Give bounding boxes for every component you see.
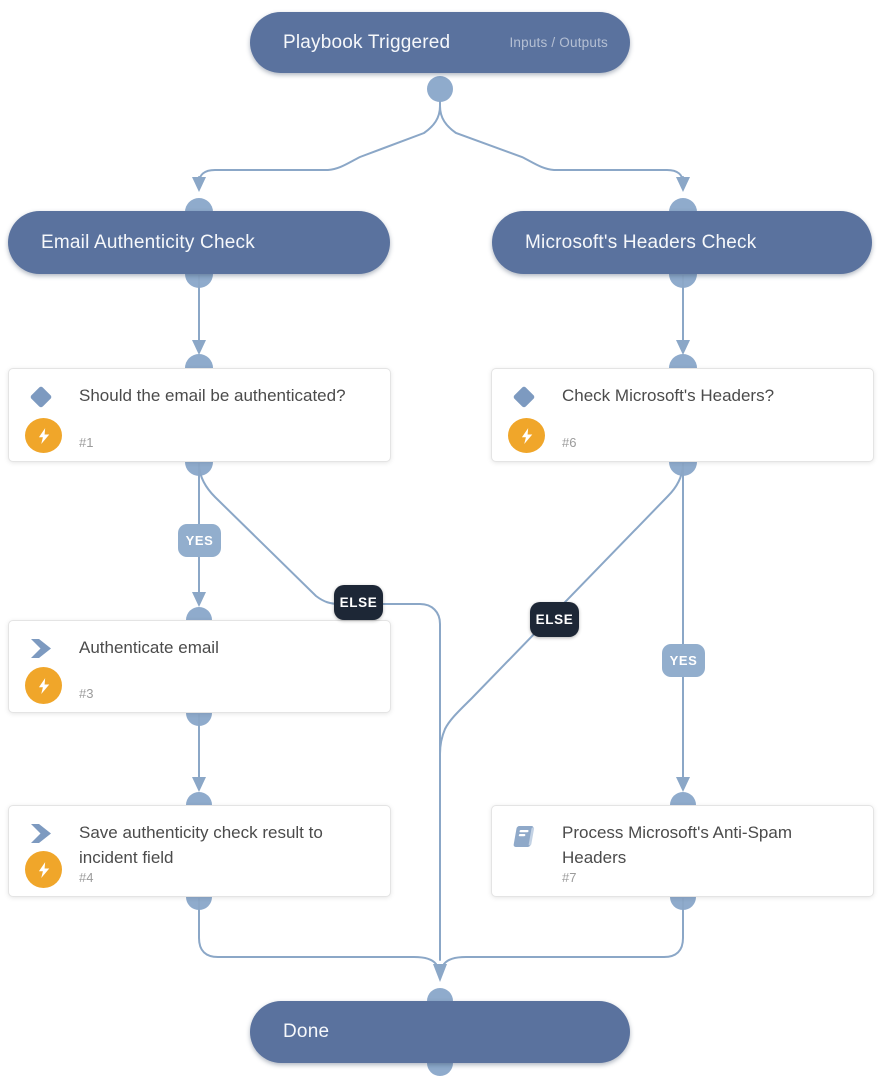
edge-task7-to-done xyxy=(443,898,684,965)
trigger-title: Playbook Triggered xyxy=(283,31,451,53)
section-header-microsoft-headers[interactable]: Microsoft's Headers Check xyxy=(492,211,872,274)
edge-task4-to-done xyxy=(198,898,437,965)
task-id: #7 xyxy=(562,870,577,885)
playbook-node-7[interactable]: Process Microsoft's Anti-Spam Headers #7 xyxy=(491,805,874,897)
edge-trigger-to-right-section xyxy=(439,101,684,184)
task-title: Should the email be authenticated? xyxy=(79,386,346,405)
edge-label-yes-left[interactable]: YES xyxy=(178,524,221,557)
condition-node-1[interactable]: Should the email be authenticated? #1 xyxy=(8,368,391,462)
playbook-trigger-node[interactable]: Playbook Triggered Inputs / Outputs xyxy=(250,12,630,73)
section-title: Microsoft's Headers Check xyxy=(525,231,757,253)
edge-label-else-right[interactable]: ELSE xyxy=(530,602,579,637)
diamond-icon xyxy=(508,381,540,418)
section-title: Email Authenticity Check xyxy=(41,231,255,253)
edge-label-else-left[interactable]: ELSE xyxy=(334,585,383,620)
edge-cond6-else-to-done xyxy=(439,465,684,755)
done-title: Done xyxy=(283,1021,330,1042)
chevron-icon xyxy=(29,637,54,665)
task-id: #4 xyxy=(79,870,94,885)
task-node-3[interactable]: Authenticate email #3 xyxy=(8,620,391,713)
edge-label-yes-right[interactable]: YES xyxy=(662,644,705,677)
task-title: Process Microsoft's Anti-Spam Headers xyxy=(562,823,792,867)
bolt-icon xyxy=(25,418,62,453)
section-header-email-authenticity[interactable]: Email Authenticity Check xyxy=(8,211,390,274)
bolt-icon xyxy=(25,851,62,888)
edge-trigger-to-left-section xyxy=(198,101,441,184)
chevron-icon xyxy=(29,822,54,850)
done-node[interactable]: Done xyxy=(250,1001,630,1063)
task-id: #6 xyxy=(562,435,577,450)
bolt-icon xyxy=(25,667,62,704)
task-id: #1 xyxy=(79,435,94,450)
task-title: Authenticate email xyxy=(79,638,219,657)
bolt-icon xyxy=(508,418,545,453)
diamond-icon xyxy=(25,381,57,418)
task-id: #3 xyxy=(79,686,94,701)
task-title: Check Microsoft's Headers? xyxy=(562,386,775,405)
book-icon xyxy=(508,820,540,857)
edge-lines xyxy=(198,101,684,965)
inputs-outputs-link[interactable]: Inputs / Outputs xyxy=(509,35,608,50)
task-node-4[interactable]: Save authenticity check result to incide… xyxy=(8,805,391,897)
arrowheads xyxy=(192,177,690,982)
condition-node-6[interactable]: Check Microsoft's Headers? #6 xyxy=(491,368,874,462)
task-title: Save authenticity check result to incide… xyxy=(79,823,323,867)
edge-cond1-else-to-done xyxy=(198,465,441,961)
